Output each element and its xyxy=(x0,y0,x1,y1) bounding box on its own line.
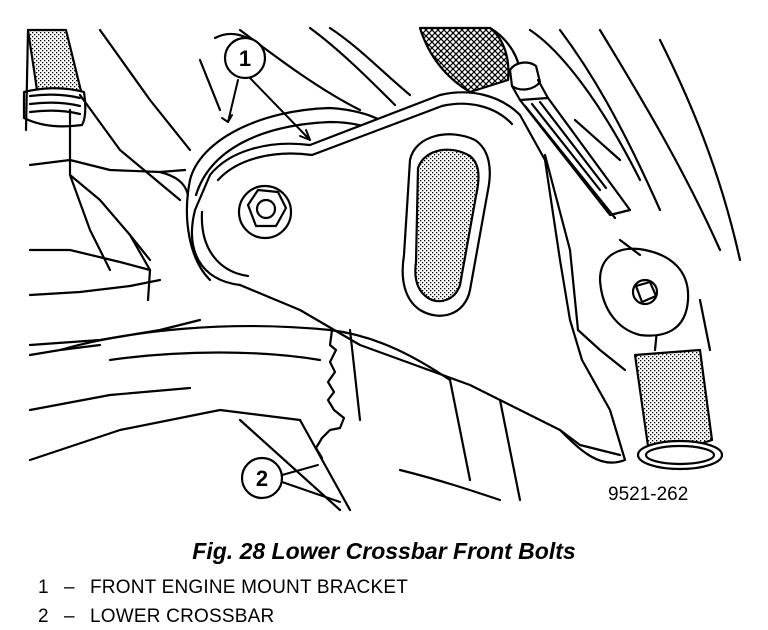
legend-label: LOWER CROSSBAR xyxy=(90,606,275,627)
legend-separator: – xyxy=(64,577,75,598)
legend-item: 2–LOWER CROSSBAR xyxy=(38,606,274,628)
callout-1-number: 1 xyxy=(239,46,251,71)
figure-caption: Fig. 28 Lower Crossbar Front Bolts xyxy=(192,538,576,564)
engine-mount-illustration: 1 2 9521-262 xyxy=(22,26,742,512)
legend-number: 1 xyxy=(38,577,49,598)
right-mount-bolt xyxy=(508,61,632,220)
right-frame-structure xyxy=(528,28,742,372)
bushing-bolt-right xyxy=(598,238,690,337)
legend-separator: – xyxy=(64,606,75,627)
upper-left-hose xyxy=(22,28,87,132)
callout-2-leaders xyxy=(281,464,341,503)
figure-code: 9521-262 xyxy=(608,484,688,505)
callout-1: 1 xyxy=(223,36,267,80)
bracket-bolt-head xyxy=(237,184,293,240)
lower-crossbar xyxy=(28,325,522,512)
legend-item: 1–FRONT ENGINE MOUNT BRACKET xyxy=(38,577,408,599)
callout-1-leaders xyxy=(221,77,311,141)
callout-2-number: 2 xyxy=(256,466,268,491)
legend-label: FRONT ENGINE MOUNT BRACKET xyxy=(90,577,409,598)
crosshatched-hose xyxy=(418,26,522,94)
callout-2: 2 xyxy=(240,456,284,500)
legend-number: 2 xyxy=(38,606,49,627)
engine-mount-bracket xyxy=(190,91,627,464)
